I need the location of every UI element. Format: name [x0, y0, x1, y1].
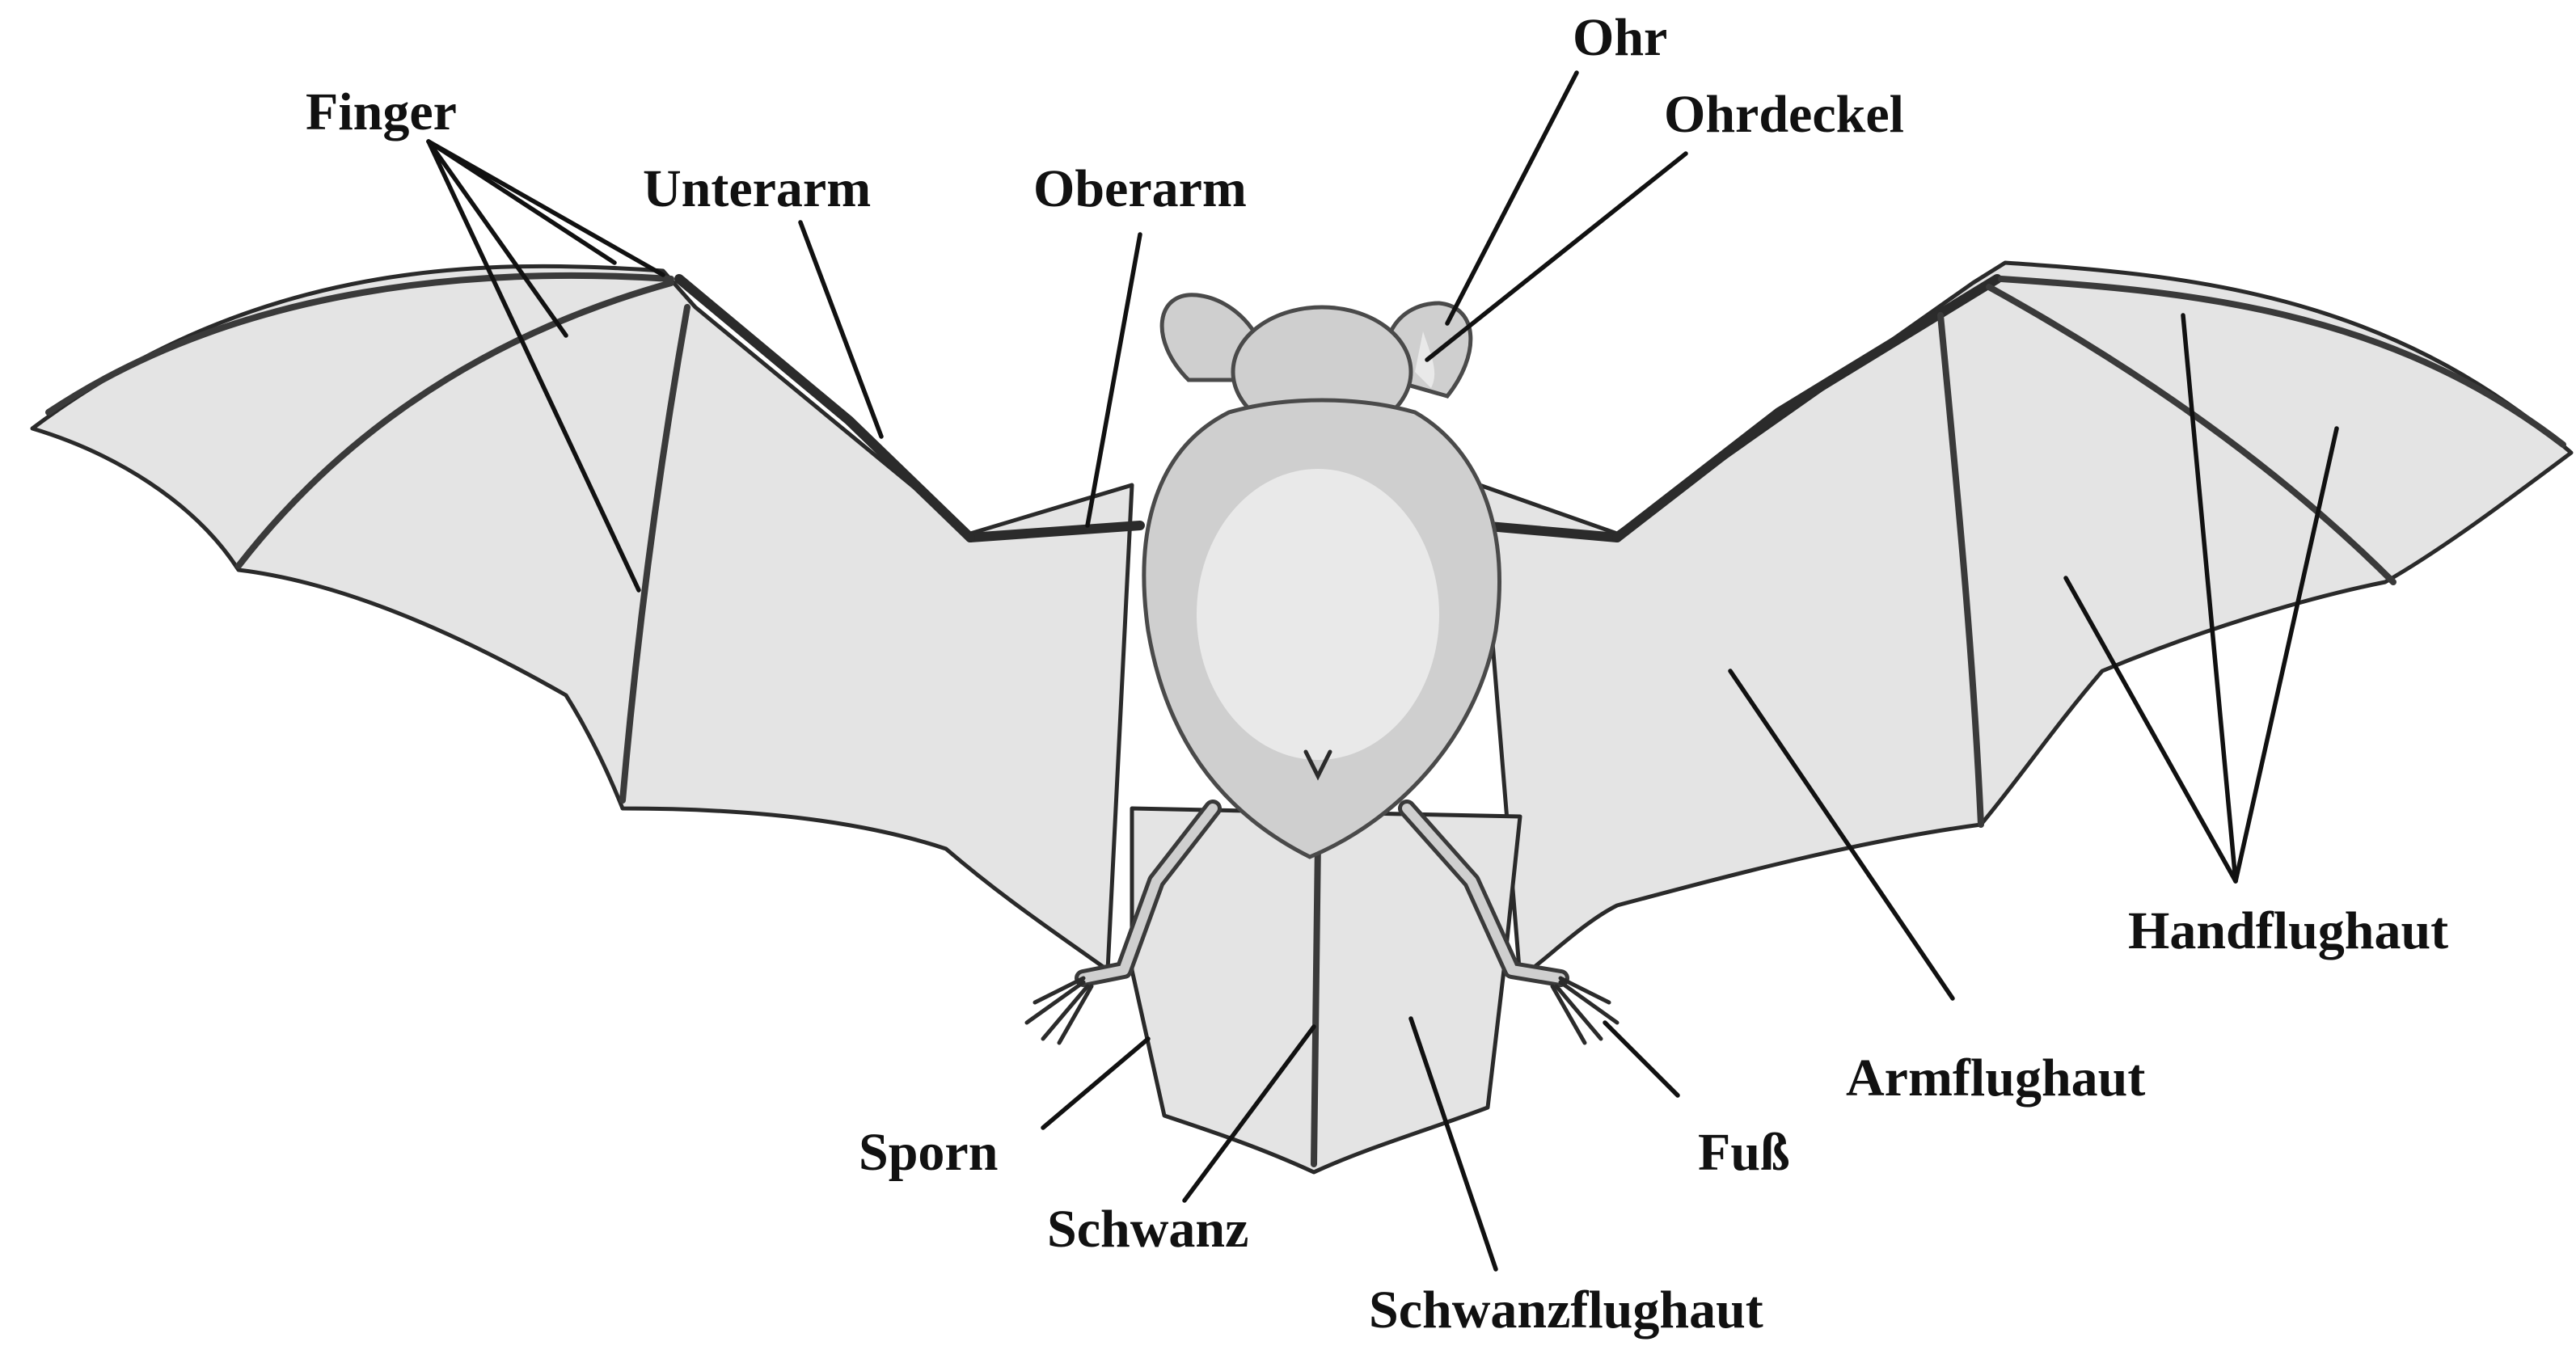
label-handflughaut: Handflughaut [2128, 901, 2448, 960]
label-finger: Finger [306, 82, 457, 141]
right-wing-membrane [1480, 263, 2571, 978]
leader-ohrdeckel [1427, 154, 1686, 360]
tail-bone [1314, 841, 1318, 1164]
leader-ohr [1447, 73, 1577, 323]
leader-fuss [1605, 1023, 1678, 1095]
label-unterarm: Unterarm [643, 159, 871, 218]
label-schwanz: Schwanz [1047, 1200, 1248, 1259]
label-armflughaut: Armflughaut [1846, 1049, 2145, 1108]
label-sporn: Sporn [859, 1123, 998, 1182]
left-wing-membrane [32, 266, 1132, 970]
label-ohr: Ohr [1573, 8, 1667, 67]
right-foot-claws [1552, 978, 1617, 1043]
left-foot-claws [1027, 978, 1092, 1043]
label-ohrdeckel: Ohrdeckel [1664, 85, 1904, 144]
label-oberarm: Oberarm [1033, 159, 1247, 218]
leader-sporn [1043, 1039, 1148, 1128]
leader-oberarm [1087, 234, 1140, 525]
label-fuss: Fuß [1698, 1123, 1790, 1182]
label-schwanzflughaut: Schwanzflughaut [1369, 1281, 1763, 1340]
leader-finger-1 [429, 141, 663, 275]
bat-belly [1197, 469, 1439, 760]
